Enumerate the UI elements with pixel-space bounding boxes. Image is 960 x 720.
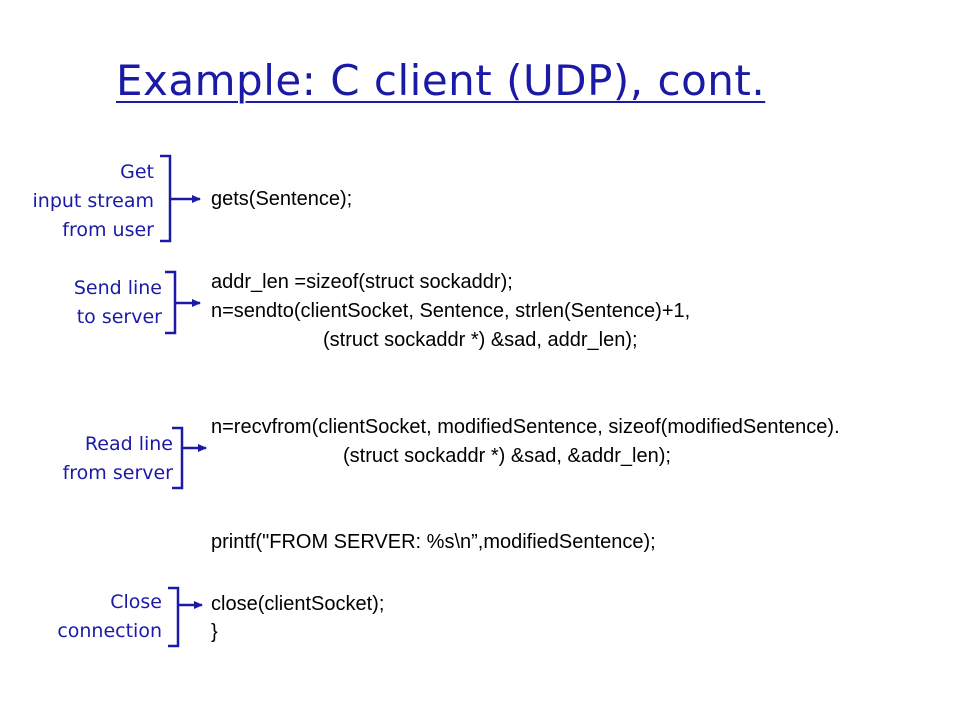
- bracket-get-input: [160, 154, 172, 243]
- annotation-line: to server: [76, 306, 162, 328]
- code-sendto-line1: n=sendto(clientSocket, Sentence, strlen(…: [211, 300, 691, 322]
- code-closing-brace: }: [211, 621, 218, 643]
- code-recvfrom-line1: n=recvfrom(clientSocket, modifiedSentenc…: [211, 416, 840, 438]
- page-title: Example: C client (UDP), cont.: [116, 56, 766, 105]
- annotation-line: input stream: [32, 190, 155, 212]
- annotation-line: Close: [110, 591, 162, 613]
- code-addr-len: addr_len =sizeof(struct sockaddr);: [211, 271, 513, 293]
- code-gets: gets(Sentence);: [211, 188, 353, 210]
- annotation-send-line: Send line to server: [74, 274, 162, 332]
- annotation-line: Send line: [73, 277, 162, 299]
- annotation-line: connection: [57, 620, 162, 642]
- annotation-line: from server: [62, 462, 173, 484]
- code-sendto-line2: (struct sockaddr *) &sad, addr_len);: [323, 329, 638, 351]
- annotation-get-input: Get input stream from user: [33, 158, 155, 245]
- bracket-read-line: [172, 426, 184, 490]
- annotation-line: Read line: [84, 433, 173, 455]
- bracket-close: [168, 586, 180, 648]
- code-printf: printf("FROM SERVER: %s\n”,modifiedSente…: [211, 531, 656, 553]
- annotation-read-line: Read line from server: [63, 430, 173, 488]
- code-close: close(clientSocket);: [211, 593, 385, 615]
- annotation-line: from user: [62, 219, 154, 241]
- code-recvfrom-line2: (struct sockaddr *) &sad, &addr_len);: [343, 445, 671, 467]
- bracket-send-line: [165, 270, 177, 335]
- annotation-line: Get: [120, 161, 154, 183]
- annotation-close-connection: Close connection: [57, 588, 162, 646]
